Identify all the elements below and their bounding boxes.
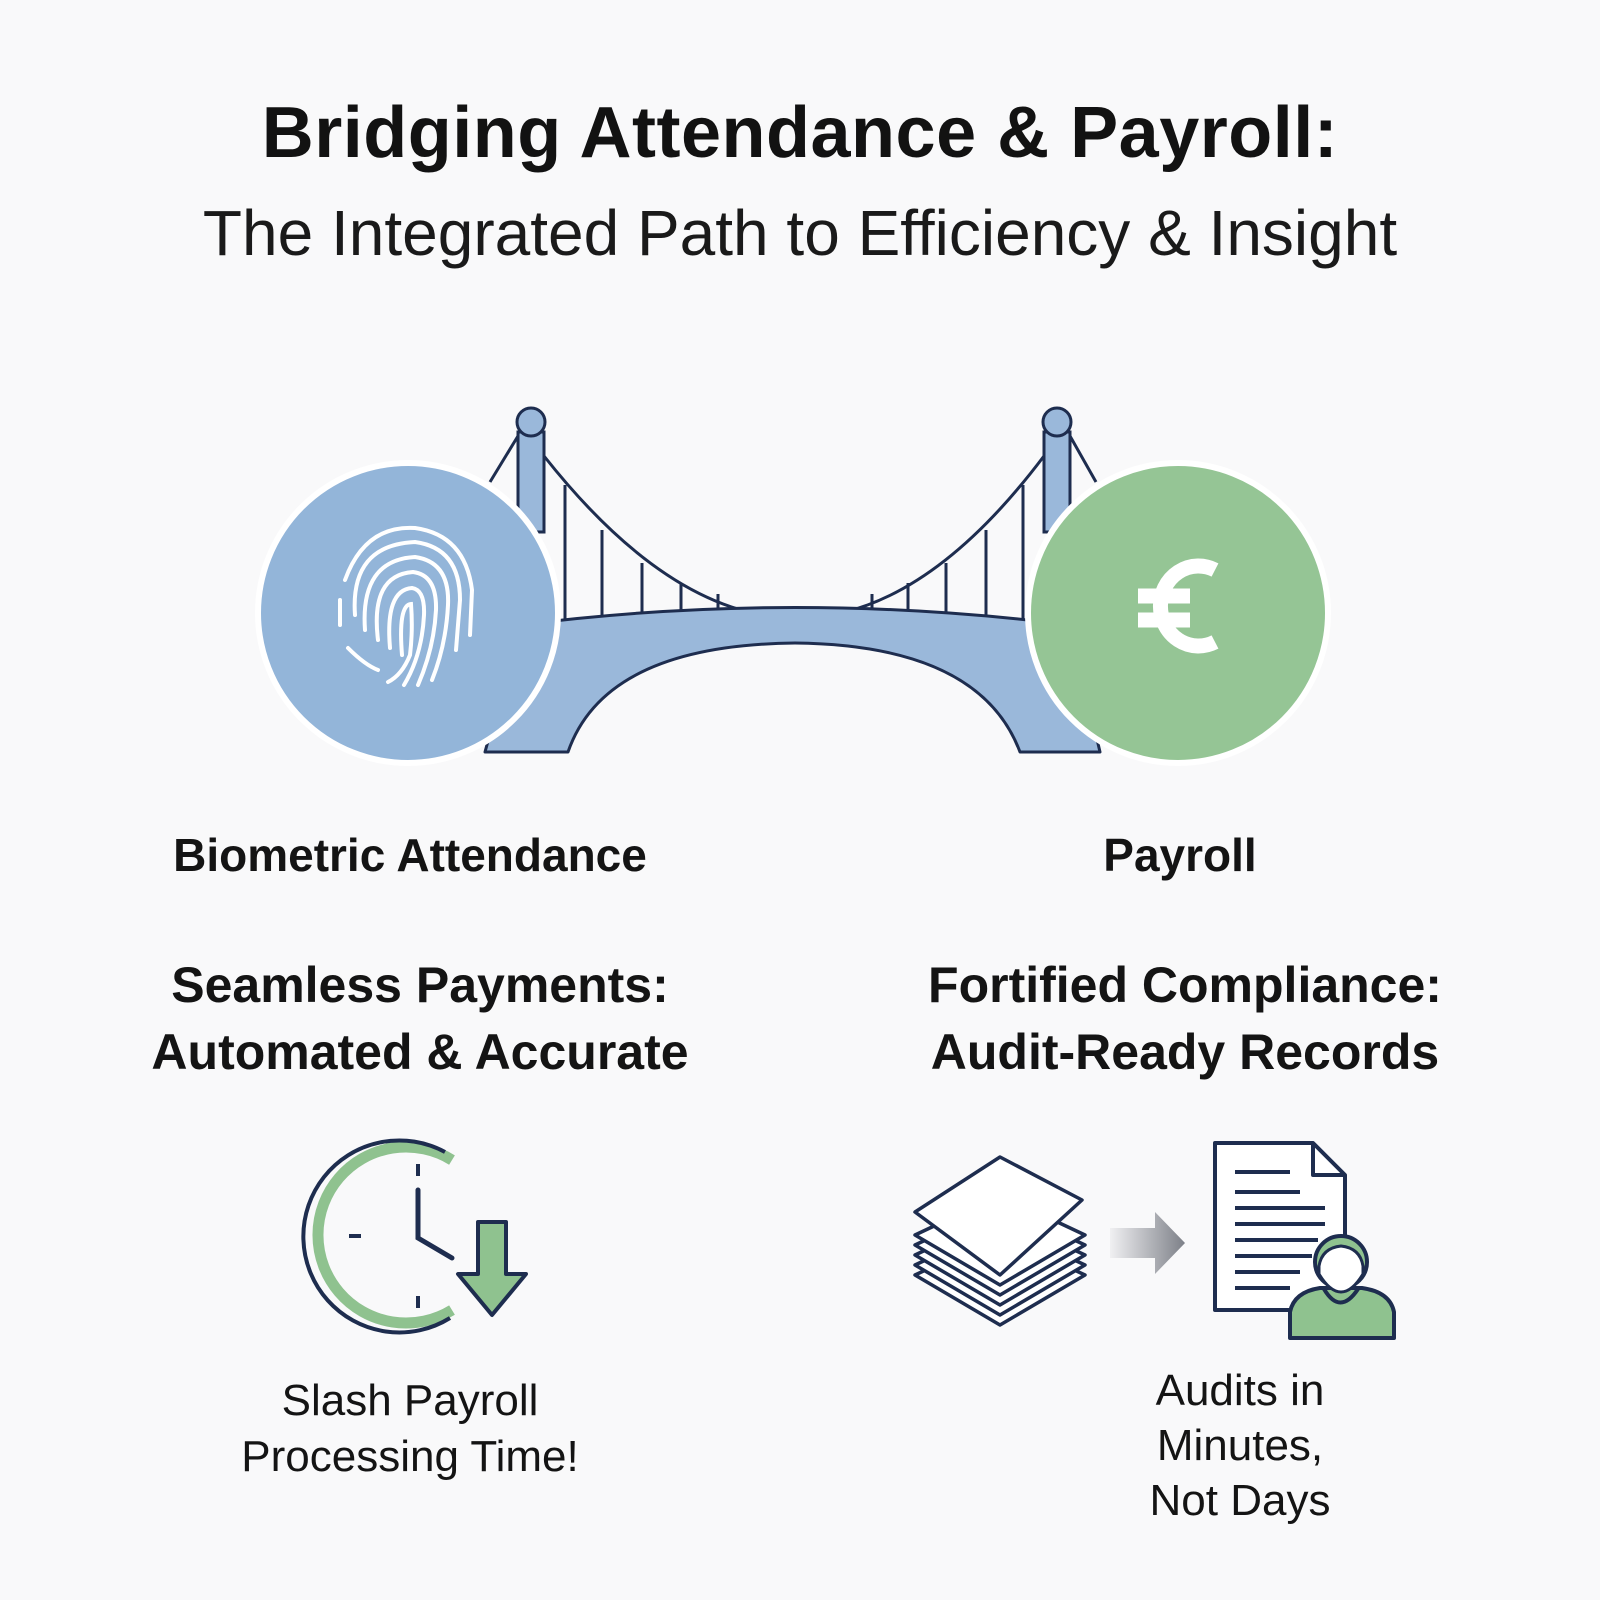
audits-note-line2: Minutes,: [1156, 1421, 1324, 1470]
fortified-compliance-subtitle: Audit-Ready Records: [930, 1024, 1440, 1080]
bridge-cable: [542, 455, 1046, 620]
audits-note-line3: Not Days: [1149, 1476, 1331, 1525]
slash-payroll-note-line2: Processing Time!: [241, 1432, 579, 1481]
audits-note-line1: Audits in: [1155, 1366, 1325, 1415]
page-title: Bridging Attendance & Payroll:: [261, 93, 1339, 173]
payroll-node: [1025, 460, 1331, 766]
biometric-node: [255, 460, 561, 766]
document-with-person-icon: [1213, 1141, 1396, 1340]
bridge-hangers: [563, 485, 1025, 622]
seamless-payments-heading: Seamless Payments: Automated & Accurate: [110, 952, 730, 1086]
euro-icon: [1138, 558, 1219, 654]
right-tower: [1041, 406, 1098, 534]
fortified-compliance-title: Fortified Compliance:: [928, 957, 1442, 1013]
fortified-compliance-heading: Fortified Compliance: Audit-Ready Record…: [860, 952, 1510, 1086]
clock-down-arrow-icon: [301, 1138, 528, 1335]
bridge-deck: [483, 606, 1102, 754]
arrow-right-icon: [1110, 1212, 1185, 1274]
page-subtitle: The Integrated Path to Efficiency & Insi…: [202, 197, 1398, 269]
paper-stack-icon: [913, 1155, 1087, 1327]
fingerprint-icon: [338, 525, 475, 687]
seamless-payments-subtitle: Automated & Accurate: [151, 1024, 689, 1080]
bridge-illustration: [483, 406, 1102, 754]
audits-note: Audits in Minutes, Not Days: [1090, 1363, 1390, 1528]
slash-payroll-note: Slash Payroll Processing Time!: [200, 1373, 620, 1485]
slash-payroll-note-line1: Slash Payroll: [281, 1376, 539, 1425]
person-icon: [1288, 1234, 1396, 1340]
payroll-label: Payroll: [1103, 829, 1257, 881]
seamless-payments-title: Seamless Payments:: [171, 957, 669, 1013]
biometric-attendance-label: Biometric Attendance: [173, 829, 647, 881]
